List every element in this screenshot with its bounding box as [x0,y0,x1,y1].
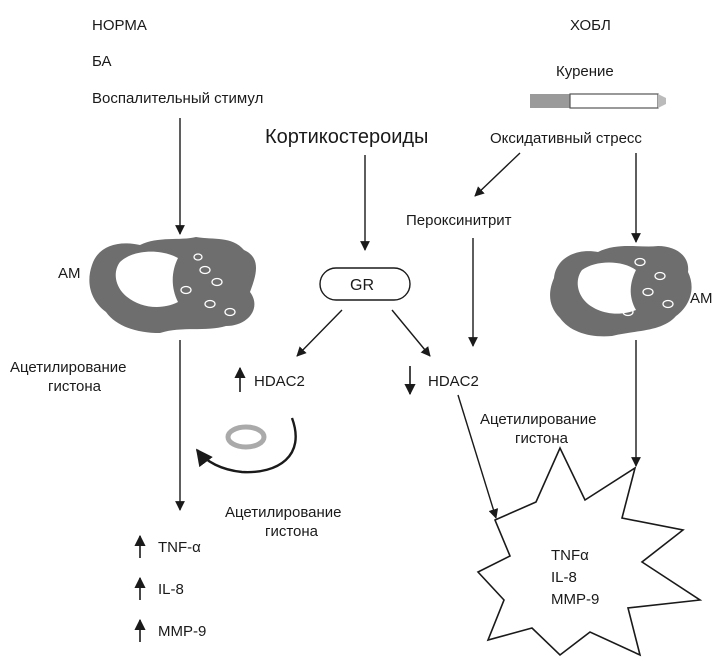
normal-mediator-tnf: TNF-α [158,539,201,556]
left-acetylation-line2: гистона [48,378,102,395]
oxidative-stress-label: Оксидативный стресс [490,130,642,147]
right-acetylation-line2: гистона [515,430,569,447]
right-macrophage-label: АМ [690,290,713,307]
peroxynitrite-label: Пероксинитрит [406,212,512,229]
right-exposure-label: Курение [556,63,614,80]
oxidative-stress-to-peroxynitrite-arrow [475,153,520,196]
copd-mediator-il8: IL-8 [551,569,577,586]
normal-mediators-list: TNF-α IL-8 MMP-9 [140,536,206,642]
hdac2-increased-label: HDAC2 [254,373,305,390]
gr-to-hdac2-down-arrow [392,310,430,356]
copd-mediator-mmp9: MMP-9 [551,591,599,608]
left-stimulus-label: Воспалительный стимул [92,90,263,107]
normal-mediator-il8: IL-8 [158,581,184,598]
center-acetylation-line1: Ацетилирование [225,504,341,521]
gr-receptor: GR [320,268,410,300]
gr-to-hdac2-up-arrow [297,310,342,356]
left-acetylation-line1: Ацетилирование [10,359,126,376]
left-disease-label: БА [92,53,112,70]
copd-mediator-tnf: TNFα [551,547,589,564]
left-alveolar-macrophage: NF-kB [89,237,256,333]
right-alveolar-macrophage: NF-kB [550,246,692,336]
left-column-heading: НОРМА [92,17,147,34]
copd-inflammation-starburst: TNFα IL-8 MMP-9 [478,448,700,655]
right-acetylation-line1: Ацетилирование [480,411,596,428]
hdac2-decreased-label: HDAC2 [428,373,479,390]
cigarette-icon [530,94,666,108]
center-acetylation-line2: гистона [265,523,319,540]
corticosteroids-label: Кортикостероиды [265,126,428,148]
right-nfkb-label: NF-kB [596,287,632,301]
normal-mediator-mmp9: MMP-9 [158,623,206,640]
left-nfkb-label: NF-kB [140,289,176,303]
histone-icon [228,427,264,447]
left-macrophage-label: АМ [58,265,81,282]
gr-receptor-label: GR [350,277,374,294]
right-column-heading: ХОБЛ [570,17,611,34]
